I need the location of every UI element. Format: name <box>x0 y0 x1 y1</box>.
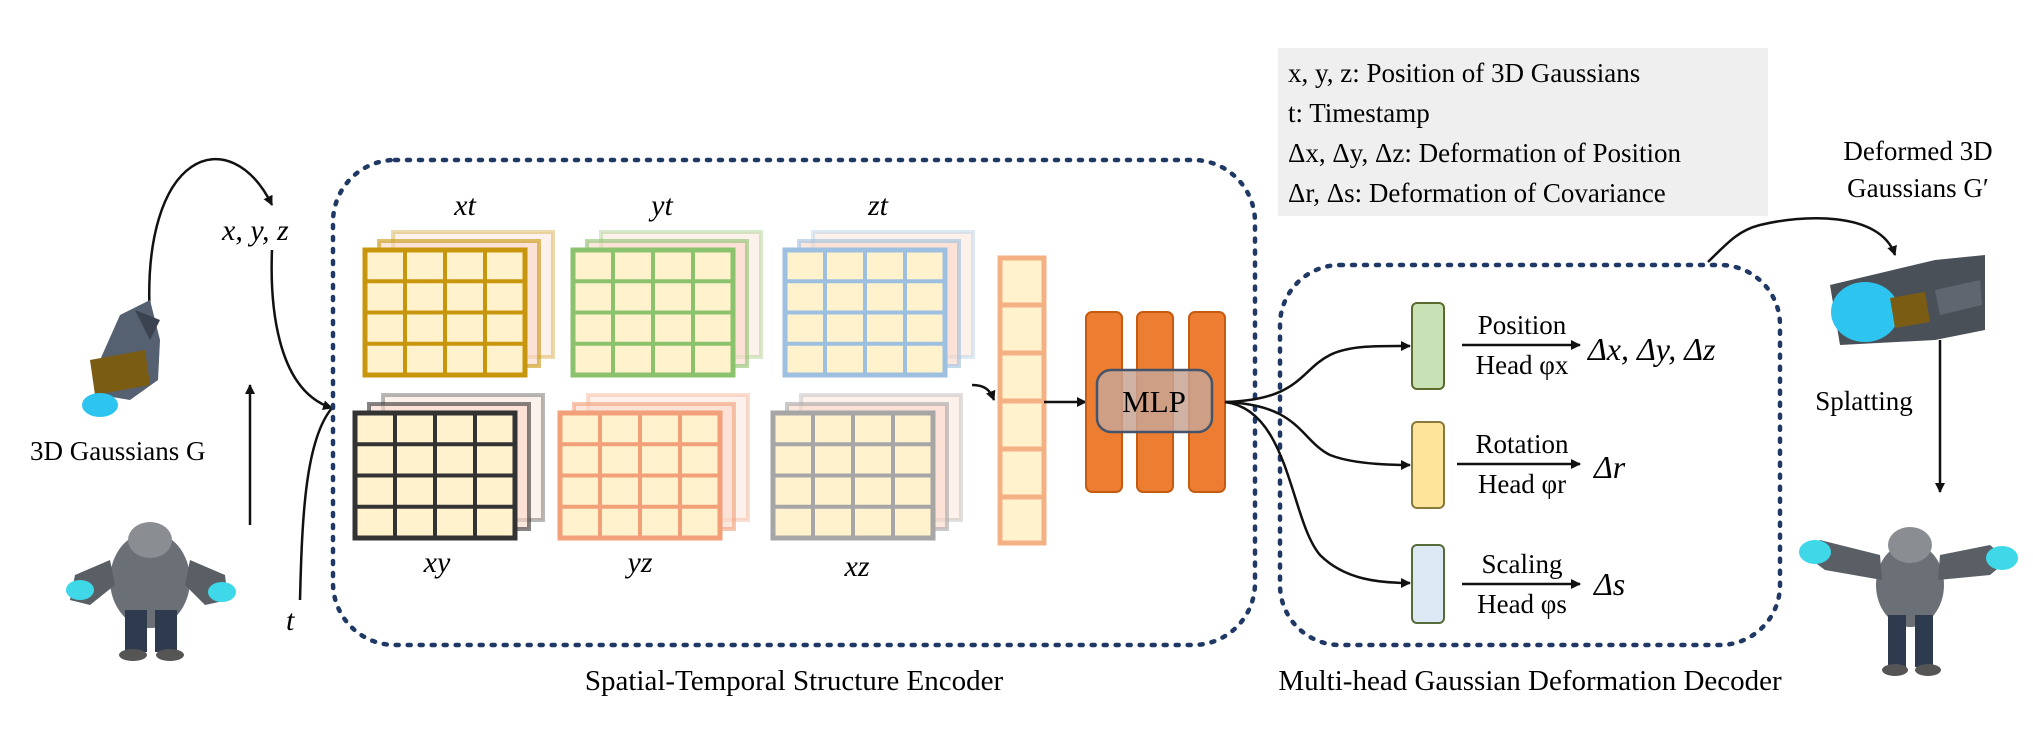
arrow-t-to-encoder <box>298 407 333 601</box>
decoder-title: Multi-head Gaussian Deformation Decoder <box>1278 665 1782 697</box>
deformed-gaussian-blob-image <box>1830 255 1985 345</box>
input-creature-image <box>66 522 236 661</box>
output-creature-image <box>1799 527 2018 676</box>
encoder-title: Spatial-Temporal Structure Encoder <box>585 665 1004 697</box>
plane-stack-yz <box>557 393 750 541</box>
scaling-head-top: Scaling <box>1482 549 1563 579</box>
plane-stack-zt <box>782 230 975 378</box>
arrow-xyz-to-encoder <box>270 249 333 411</box>
mlp-block: MLP <box>1085 311 1226 493</box>
plane-stack-xy <box>352 393 545 541</box>
plane-label-xy: xy <box>423 546 451 579</box>
encoder-box <box>330 157 1258 648</box>
arrow-mlp-to-rotation-head <box>1224 400 1411 470</box>
position-head-top: Position <box>1478 310 1567 340</box>
deformed-label-line1: Deformed 3D <box>1843 136 1992 166</box>
plane-label-yt: yt <box>648 189 673 222</box>
legend-line-position: x, y, z: Position of 3D Gaussians <box>1288 58 1640 88</box>
feature-vector <box>997 255 1047 546</box>
input-gaussians-label: 3D Gaussians G <box>30 436 206 466</box>
arrow-mlp-to-scaling-head <box>1224 400 1411 588</box>
rotation-head: Rotation Head φr Δr <box>1411 421 1626 509</box>
legend: x, y, z: Position of 3D Gaussians t: Tim… <box>1278 48 1768 216</box>
plane-label-xt: xt <box>453 189 476 222</box>
plane-label-zt: zt <box>867 189 889 222</box>
rotation-head-top: Rotation <box>1476 429 1569 459</box>
legend-background <box>1278 48 1768 216</box>
legend-line-deform-position: Δx, Δy, Δz: Deformation of Position <box>1288 138 1682 168</box>
splatting-label: Splatting <box>1815 386 1913 416</box>
scaling-head-bottom: Head φs <box>1477 589 1567 619</box>
input-gaussian-blob-image <box>82 300 160 417</box>
arrow-mlp-to-position-head <box>1224 340 1411 404</box>
scaling-output: Δs <box>1592 566 1625 602</box>
deformed-label-line2: Gaussians G′ <box>1847 173 1989 203</box>
plane-label-xz: xz <box>844 550 870 583</box>
rotation-head-bottom: Head φr <box>1478 469 1566 499</box>
mlp-label: MLP <box>1122 384 1186 419</box>
arrow-model-to-xyz <box>147 157 274 321</box>
plane-stack-xz <box>770 393 963 541</box>
scaling-head: Scaling Head φs Δs <box>1411 544 1625 624</box>
legend-line-deform-covariance: Δr, Δs: Deformation of Covariance <box>1288 178 1666 208</box>
plane-stack-yt <box>570 230 763 378</box>
rotation-output: Δr <box>1592 449 1626 485</box>
plane-label-yz: yz <box>625 546 653 579</box>
arrow-decoder-to-deformed <box>1707 216 1897 263</box>
position-head-bottom: Head φx <box>1476 350 1569 380</box>
arrow-planes-to-feature <box>971 383 996 401</box>
position-output: Δx, Δy, Δz <box>1586 331 1716 367</box>
position-head: Position Head φx Δx, Δy, Δz <box>1411 302 1716 390</box>
planes-layer <box>352 230 975 541</box>
legend-line-timestamp: t: Timestamp <box>1288 98 1430 128</box>
plane-stack-xt <box>362 230 555 378</box>
input-t-label: t <box>286 604 295 637</box>
input-xyz-label: x, y, z <box>221 214 289 247</box>
